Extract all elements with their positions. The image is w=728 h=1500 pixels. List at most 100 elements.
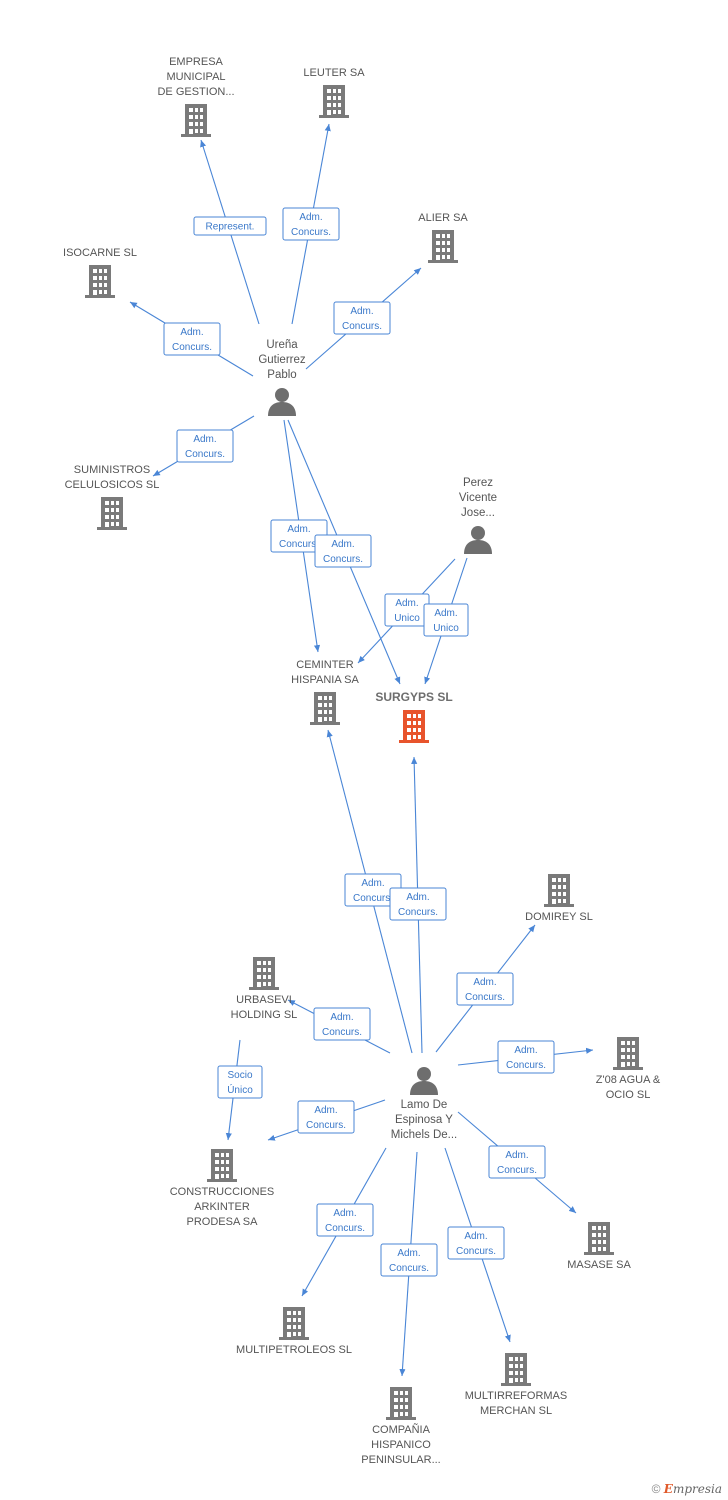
edge-label-text: Concurs. <box>325 1223 365 1234</box>
node-label: Z'08 AGUA & <box>596 1074 661 1086</box>
edge-label-text: Adm. <box>299 212 322 223</box>
edge-label-text: Adm. <box>505 1150 528 1161</box>
node-label: HOLDING SL <box>231 1009 298 1021</box>
copyright-symbol: © <box>651 1482 661 1496</box>
edge-lamo-to-urbasevi: Adm.Concurs. <box>287 999 391 1054</box>
edge-label-box[interactable] <box>176 429 234 463</box>
building-icon <box>181 104 211 137</box>
edge-lamo-to-domirey: Adm.Concurs. <box>435 924 536 1053</box>
node-label: SURGYPS SL <box>375 690 452 704</box>
edge-lamo-to-multirreformas: Adm.Concurs. <box>444 1147 511 1343</box>
node-label: Lamo De <box>401 1099 448 1111</box>
edge-label-box[interactable] <box>193 216 267 236</box>
building-icon <box>85 265 115 298</box>
edge-label-text: Concurs. <box>389 1263 429 1274</box>
edge-label-box[interactable] <box>282 207 340 241</box>
brand-initial: E <box>663 1482 673 1496</box>
node-label: URBASEVI <box>236 994 292 1006</box>
edge-label-text: Adm. <box>193 434 216 445</box>
edge-label-text: Adm. <box>464 1231 487 1242</box>
edge-label-box[interactable] <box>314 534 372 568</box>
edge-label-text: Concurs. <box>353 893 393 904</box>
node-label: Michels De... <box>391 1129 457 1141</box>
node-compania[interactable]: COMPAÑIAHISPANICOPENINSULAR... <box>361 1387 441 1466</box>
node-z08[interactable]: Z'08 AGUA &OCIO SL <box>596 1037 661 1101</box>
edge-urena-to-leuter: Adm.Concurs. <box>282 123 340 325</box>
edge-label-box[interactable] <box>313 1007 371 1041</box>
edge-lamo-to-compania: Adm. Concurs. <box>380 1151 438 1377</box>
node-masase[interactable]: MASASE SA <box>567 1222 631 1271</box>
node-label: Vicente <box>459 492 497 504</box>
edge-label-text: Adm. <box>434 608 457 619</box>
edge-label-box[interactable] <box>297 1100 355 1134</box>
edge-label-box[interactable] <box>389 887 447 921</box>
node-label: ISOCARNE SL <box>63 247 137 259</box>
building-icon <box>428 230 458 263</box>
node-multipetroleos[interactable]: MULTIPETROLEOS SL <box>236 1307 352 1356</box>
edge-label-text: Adm. <box>350 306 373 317</box>
node-label: MASASE SA <box>567 1259 631 1271</box>
person-icon <box>464 526 492 554</box>
edge-label-text: Unico <box>433 623 459 634</box>
edge-label-box[interactable] <box>423 603 469 637</box>
edge-perez-to-surgyps: Adm. Unico <box>423 557 469 685</box>
node-label: PRODESA SA <box>187 1216 259 1228</box>
edge-label-box[interactable] <box>333 301 391 335</box>
edge-urena-to-alier: Adm. Concurs. <box>305 267 422 370</box>
edge-label-text: Concurs. <box>306 1120 346 1131</box>
edge-label-text: Concurs. <box>465 992 505 1003</box>
edge-label-text: Adm. <box>397 1248 420 1259</box>
node-label: LEUTER SA <box>303 67 365 79</box>
edge-label-text: Socio <box>227 1070 252 1081</box>
node-surgyps[interactable]: SURGYPS SL <box>375 690 453 743</box>
edge-label-box[interactable] <box>488 1145 546 1179</box>
edge-label-box[interactable] <box>380 1243 438 1277</box>
building-icon <box>386 1387 416 1420</box>
edge-label-box[interactable] <box>447 1226 505 1260</box>
edge-label-text: Concurs. <box>506 1060 546 1071</box>
edge-label-box[interactable] <box>456 972 514 1006</box>
node-alier[interactable]: ALIER SA <box>418 212 468 263</box>
edge-label-box[interactable] <box>217 1065 263 1099</box>
edge-label-text: Adm. <box>406 892 429 903</box>
edge-label-box[interactable] <box>163 322 221 356</box>
node-label: MULTIPETROLEOS SL <box>236 1344 352 1356</box>
building-icon <box>544 874 574 907</box>
edge-label-box[interactable] <box>316 1203 374 1237</box>
building-icon <box>249 957 279 990</box>
edge-label-text: Concurs. <box>185 449 225 460</box>
edge-label-text: Adm. <box>180 327 203 338</box>
edge-lamo-to-surgyps: Adm. Concurs. <box>389 756 447 1054</box>
footer-brand: © Empresia <box>652 1482 722 1496</box>
edge-label-text: Concurs. <box>398 907 438 918</box>
node-perez[interactable]: PerezVicenteJose... <box>459 477 497 554</box>
node-label: Ureña <box>266 339 298 351</box>
node-label: Pablo <box>267 369 296 381</box>
edges-layer: Represent.Adm.Concurs.Adm.Concurs.Adm.Co… <box>129 123 594 1377</box>
edge-label-text: Adm. <box>287 524 310 535</box>
node-label: MULTIRREFORMAS <box>465 1390 567 1402</box>
building-icon <box>207 1149 237 1182</box>
node-label: DE GESTION... <box>157 86 234 98</box>
node-isocarne[interactable]: ISOCARNE SL <box>63 247 137 298</box>
node-label: ALIER SA <box>418 212 468 224</box>
edge-label-text: Concurs. <box>342 321 382 332</box>
edge-label-text: Adm. <box>314 1105 337 1116</box>
edge-lamo-to-multipetroleos: Adm.Concurs. <box>301 1147 387 1297</box>
edge-label-text: Concurs. <box>497 1165 537 1176</box>
edge-label-text: Adm. <box>361 878 384 889</box>
node-urbasevi[interactable]: URBASEVI HOLDING SL <box>231 957 298 1021</box>
node-leuter[interactable]: LEUTER SA <box>303 67 365 118</box>
edge-label-text: Unico <box>394 613 420 624</box>
node-domirey[interactable]: DOMIREY SL <box>525 874 593 923</box>
edge-label-box[interactable] <box>497 1040 555 1074</box>
edge-label-text: Concurs. <box>172 342 212 353</box>
building-icon <box>279 1307 309 1340</box>
